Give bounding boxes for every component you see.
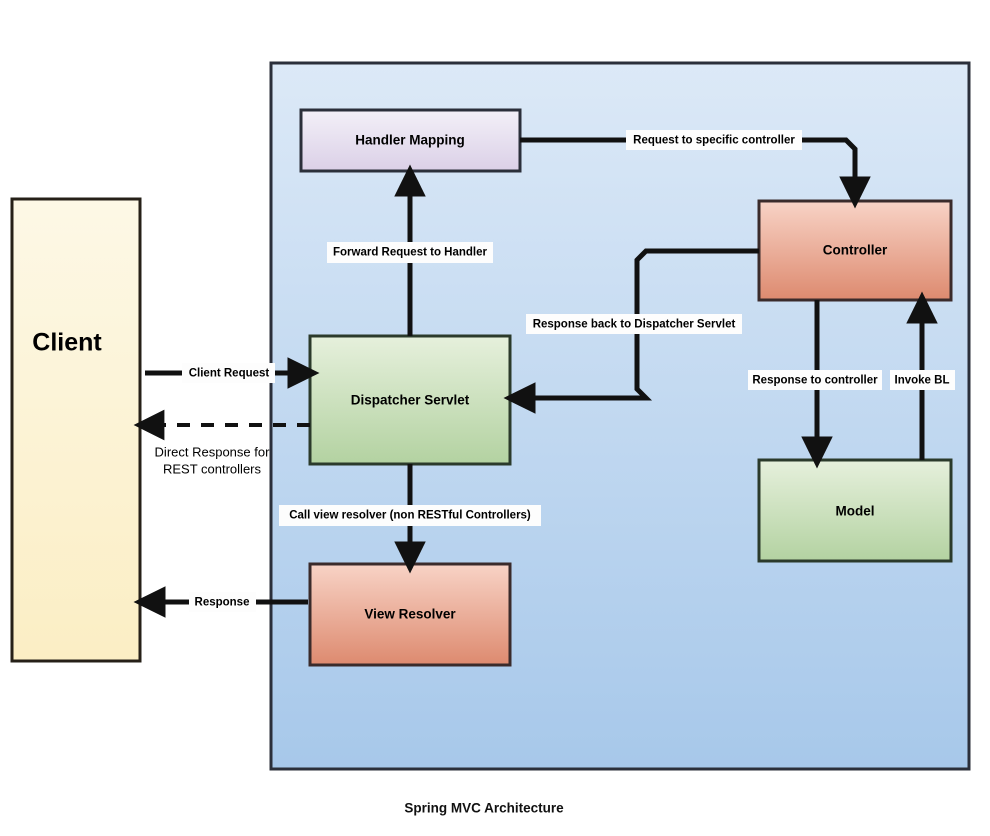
node-model[interactable] <box>757 458 953 563</box>
edge-response-to-controller-label: Response to controller <box>752 375 878 387</box>
edge-forward-request-to-handler-label-bg <box>327 242 493 263</box>
node-controller[interactable] <box>757 199 953 302</box>
edge-forward-request-to-handler-label: Forward Request to Handler <box>333 247 488 259</box>
node-handler-mapping-label: Handler Mapping <box>355 133 465 148</box>
node-view-resolver-label: View Resolver <box>364 607 456 622</box>
edge-call-view-resolver-label: Call view resolver (non RESTful Controll… <box>289 510 531 522</box>
node-client-label: Client <box>32 329 102 357</box>
edge-response-to-controller-label-bg <box>748 370 882 390</box>
edge-response-back-to-dispatcher-servlet-label-bg <box>526 314 742 334</box>
edge-response-label: Response <box>195 597 250 609</box>
node-client[interactable] <box>10 197 142 663</box>
node-dispatcher-servlet-label: Dispatcher Servlet <box>351 393 470 408</box>
node-model-label: Model <box>836 504 875 519</box>
edge-invoke-bl-label-bg <box>890 370 955 390</box>
edge-call-view-resolver-label-bg <box>279 505 541 526</box>
edge-direct-response-label-line2: REST controllers <box>163 461 262 476</box>
edge-request-to-specific-controller-label-bg <box>626 130 802 150</box>
edge-response-label-bg <box>189 592 256 612</box>
diagram-caption: Spring MVC Architecture <box>404 801 564 816</box>
node-controller-label: Controller <box>823 243 888 258</box>
node-view-resolver[interactable] <box>308 562 512 667</box>
edge-response-back-to-dispatcher-servlet-label: Response back to Dispatcher Servlet <box>533 319 736 331</box>
edge-client-request-label: Client Request <box>189 368 270 380</box>
edge-client-request-label-bg <box>182 363 275 383</box>
edge-request-to-specific-controller-label: Request to specific controller <box>633 135 795 147</box>
edge-direct-response-label-line1: Direct Response for <box>155 444 271 459</box>
node-handler-mapping[interactable] <box>299 108 522 173</box>
edge-invoke-bl-label: Invoke BL <box>895 375 950 387</box>
